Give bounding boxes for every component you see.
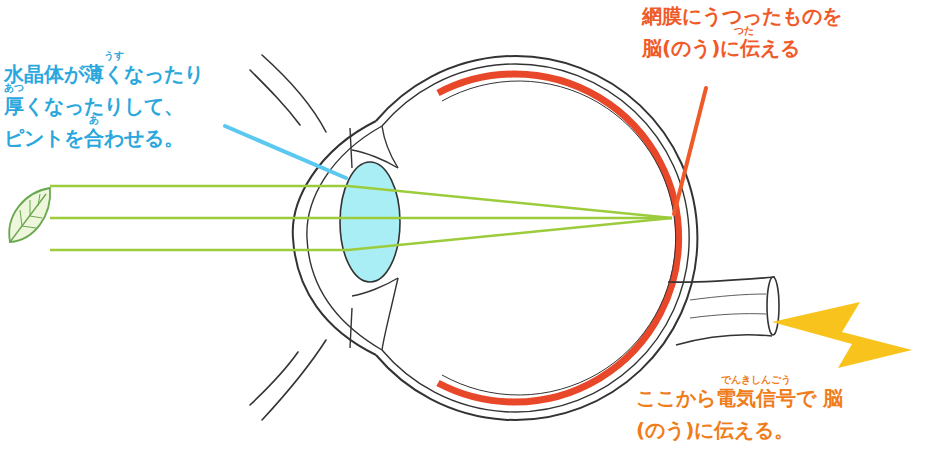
upper-eyelid (262, 55, 326, 132)
lens (340, 162, 400, 282)
optic-nerve-end (767, 277, 779, 335)
leader-line (225, 126, 346, 178)
optic-nerve (668, 277, 779, 345)
furigana: あつ (4, 83, 24, 93)
ciliary-body-upper (382, 126, 398, 168)
upper-eyelid-fold (250, 70, 300, 125)
iris-lower (350, 308, 352, 348)
leaf-blade (9, 188, 50, 242)
lightning-bolt (772, 302, 912, 368)
nerve-fiber (690, 294, 766, 300)
sclera (376, 56, 697, 420)
optic-nerve-bottom (676, 335, 772, 345)
furigana: つた (734, 26, 754, 36)
furigana: でんきしんごう (721, 375, 791, 385)
leader-line (674, 88, 706, 214)
leaf-midrib (10, 194, 46, 242)
optic-nerve-top (668, 277, 775, 282)
furigana: あ (89, 115, 99, 125)
light-rays (50, 186, 672, 250)
light-ray (50, 186, 672, 218)
choroid (382, 64, 689, 412)
optic-nerve-note: ここから電気信号で 脳(のう)に伝える。 (636, 382, 848, 446)
lens-note: 水晶体が薄くなったり 厚くなったりして、 ピントを合わせる。 (4, 58, 216, 154)
ciliary-body-lower (382, 278, 398, 350)
light-ray (50, 217, 672, 220)
iris-upper (350, 128, 352, 168)
eyelid-lines (250, 55, 326, 420)
lower-eyelid-fold (250, 352, 298, 405)
light-ray (50, 218, 672, 250)
leaf-veins (20, 194, 42, 228)
lower-eyelid (262, 340, 326, 420)
furigana: うす (104, 51, 124, 61)
leaf (9, 188, 50, 242)
nerve-fiber (690, 314, 766, 318)
